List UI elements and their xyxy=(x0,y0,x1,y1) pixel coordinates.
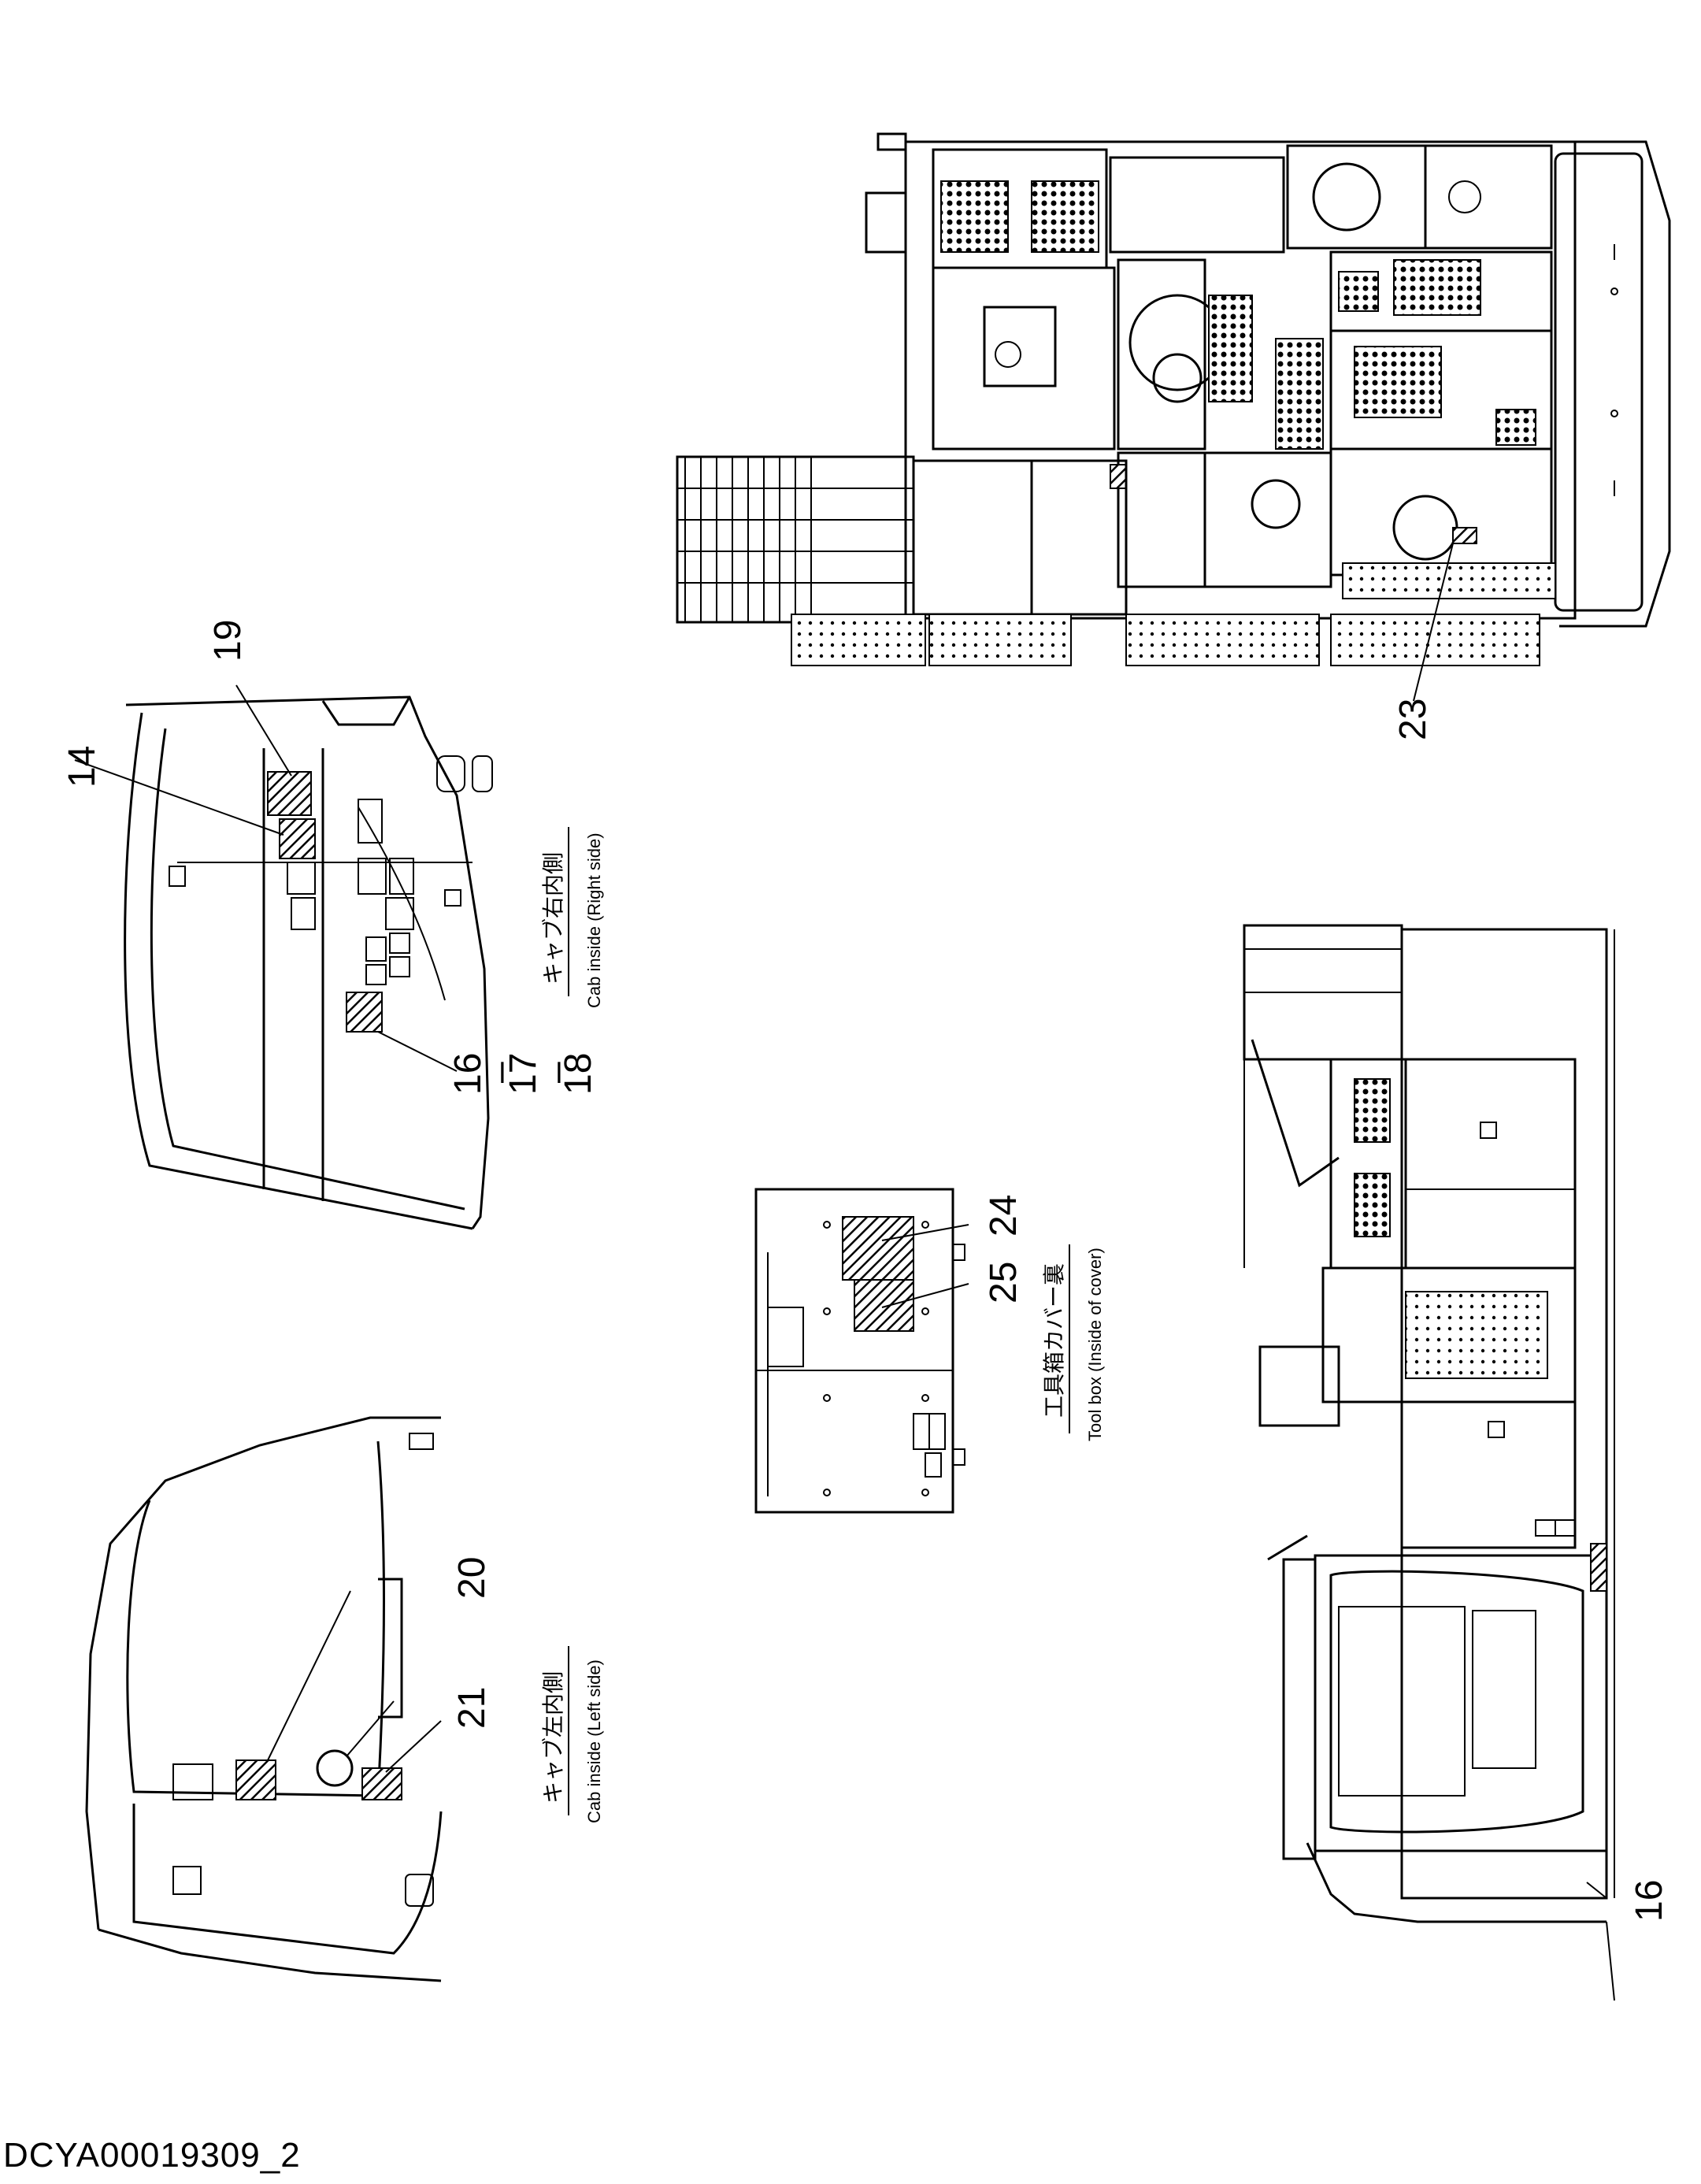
cab-right-labels xyxy=(267,771,414,1033)
callout-21: 21 xyxy=(451,1687,493,1729)
caption-toolbox-ja: 工具箱カバー裏 xyxy=(1041,1263,1067,1418)
machine-side-view xyxy=(1243,924,1615,2001)
callout-23: 23 xyxy=(1392,699,1434,740)
callout-16-right: 16 xyxy=(447,1053,489,1095)
cab-right-side-view xyxy=(124,695,493,1230)
caption-cab-right-ja: キャブ右内側 xyxy=(540,852,566,984)
callout-14: 14 xyxy=(61,746,103,788)
callout-dash-1: – xyxy=(536,1062,577,1083)
radiator-grid xyxy=(677,457,914,622)
caption-cab-right-en: Cab inside (Right side) xyxy=(584,832,604,1008)
callout-24: 24 xyxy=(983,1195,1025,1237)
document-id: DCYA00019309_2 xyxy=(3,2136,301,2175)
toolbox-labels xyxy=(842,1216,914,1332)
machine-top-view xyxy=(676,132,1671,666)
callout-19: 19 xyxy=(207,620,249,662)
callout-25: 25 xyxy=(983,1262,1025,1303)
callout-dash-2: – xyxy=(479,1062,521,1083)
caption-cab-left-ja: キャブ左内側 xyxy=(540,1671,566,1804)
callout-18: 18 xyxy=(558,1053,599,1095)
toolbox-cover-view xyxy=(754,1188,965,1514)
caption-cab-left-en: Cab inside (Left side) xyxy=(584,1659,604,1823)
callout-16-side: 16 xyxy=(1629,1880,1670,1922)
cab-left-labels xyxy=(172,1759,402,1800)
caption-toolbox-en: Tool box (Inside of cover) xyxy=(1085,1248,1105,1441)
callout-17: 17 xyxy=(502,1053,544,1095)
callout-20: 20 xyxy=(451,1557,493,1599)
cab-left-side-view xyxy=(85,1416,443,1982)
